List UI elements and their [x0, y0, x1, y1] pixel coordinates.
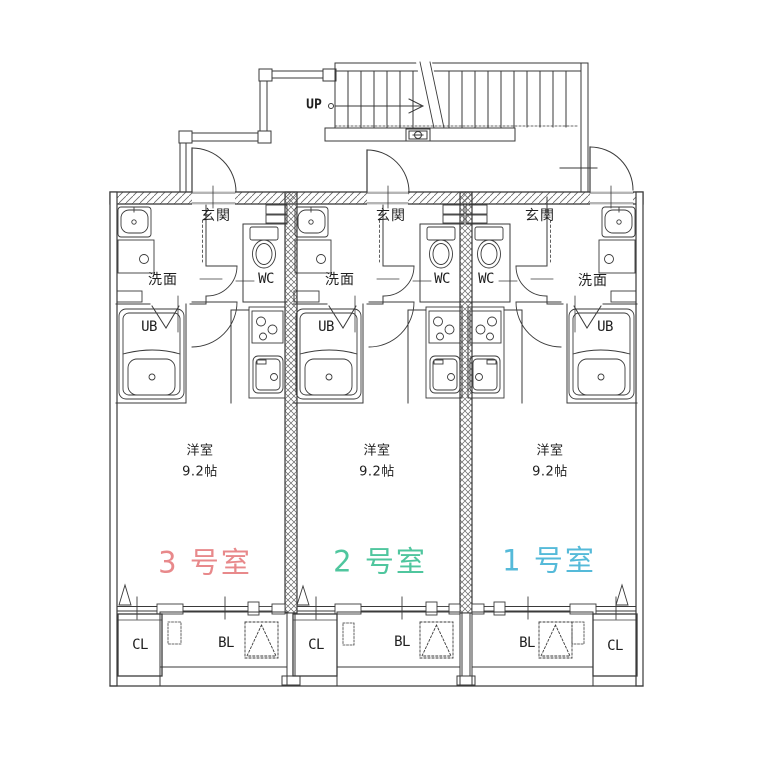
door-arc-icon — [206, 265, 238, 297]
unit-1-size-label: 9.2帖 — [532, 464, 568, 480]
unit-3-size-label: 9.2帖 — [182, 464, 218, 480]
kitchen-sink-icon — [252, 355, 284, 394]
unit-3-room-label: 洋室 — [186, 443, 214, 459]
unit-2-room-label: 洋室 — [363, 443, 391, 459]
unit-1-bath-label: UB — [597, 319, 613, 335]
unit-2-closet-label: CL — [308, 637, 324, 653]
bottom-windows — [116, 596, 637, 620]
toilet-icon — [249, 226, 279, 269]
unit-2-bath-label: UB — [318, 319, 334, 335]
staircase — [178, 61, 598, 193]
evacuation-hatch-icon — [244, 621, 573, 659]
entrance-doors — [191, 146, 634, 209]
unit-3-number-label: 3 号室 — [158, 545, 252, 580]
washing-machine-icon — [117, 239, 155, 274]
up-arrow-icon — [328, 98, 425, 114]
washbasin-icon — [117, 206, 152, 238]
balconies — [118, 583, 629, 687]
balcony-drain-icon — [167, 621, 585, 646]
stove-icon — [251, 310, 284, 344]
unit-2-entrance-label: 玄関 — [376, 208, 406, 224]
unit-2-number-label: 2 号室 — [333, 544, 427, 579]
unit-2-washroom-label: 洗面 — [325, 272, 355, 288]
unit-1-closet-label: CL — [607, 638, 623, 654]
unit-2-size-label: 9.2帖 — [359, 464, 395, 480]
unit-3-bath-label: UB — [141, 319, 157, 335]
unit-1-number-label: 1 号室 — [502, 543, 596, 578]
unit-3-balcony-label: BL — [218, 635, 234, 651]
unit-1-room-label: 洋室 — [536, 443, 564, 459]
unit-1-washroom-label: 洗面 — [578, 273, 608, 289]
unit-3-entrance-label: 玄関 — [201, 208, 231, 224]
stairs-up-label: UP — [306, 97, 322, 113]
wall-vent-icon — [118, 583, 629, 606]
unit-3-toilet-label: WC — [258, 271, 274, 287]
stair-light-symbol — [405, 128, 431, 142]
unit-1-entrance-label: 玄関 — [525, 208, 555, 224]
unit-2-toilet-label: WC — [434, 271, 450, 287]
unit-1-balcony-label: BL — [519, 635, 535, 651]
stair-treads — [347, 70, 567, 128]
door-arc-icon — [191, 301, 238, 348]
unit-3-washroom-label: 洗面 — [148, 272, 178, 288]
unit-2-balcony-label: BL — [394, 634, 410, 650]
bathtub-icon — [118, 308, 185, 400]
unit-3-closet-label: CL — [132, 637, 148, 653]
unit-1-toilet-label: WC — [478, 271, 494, 287]
